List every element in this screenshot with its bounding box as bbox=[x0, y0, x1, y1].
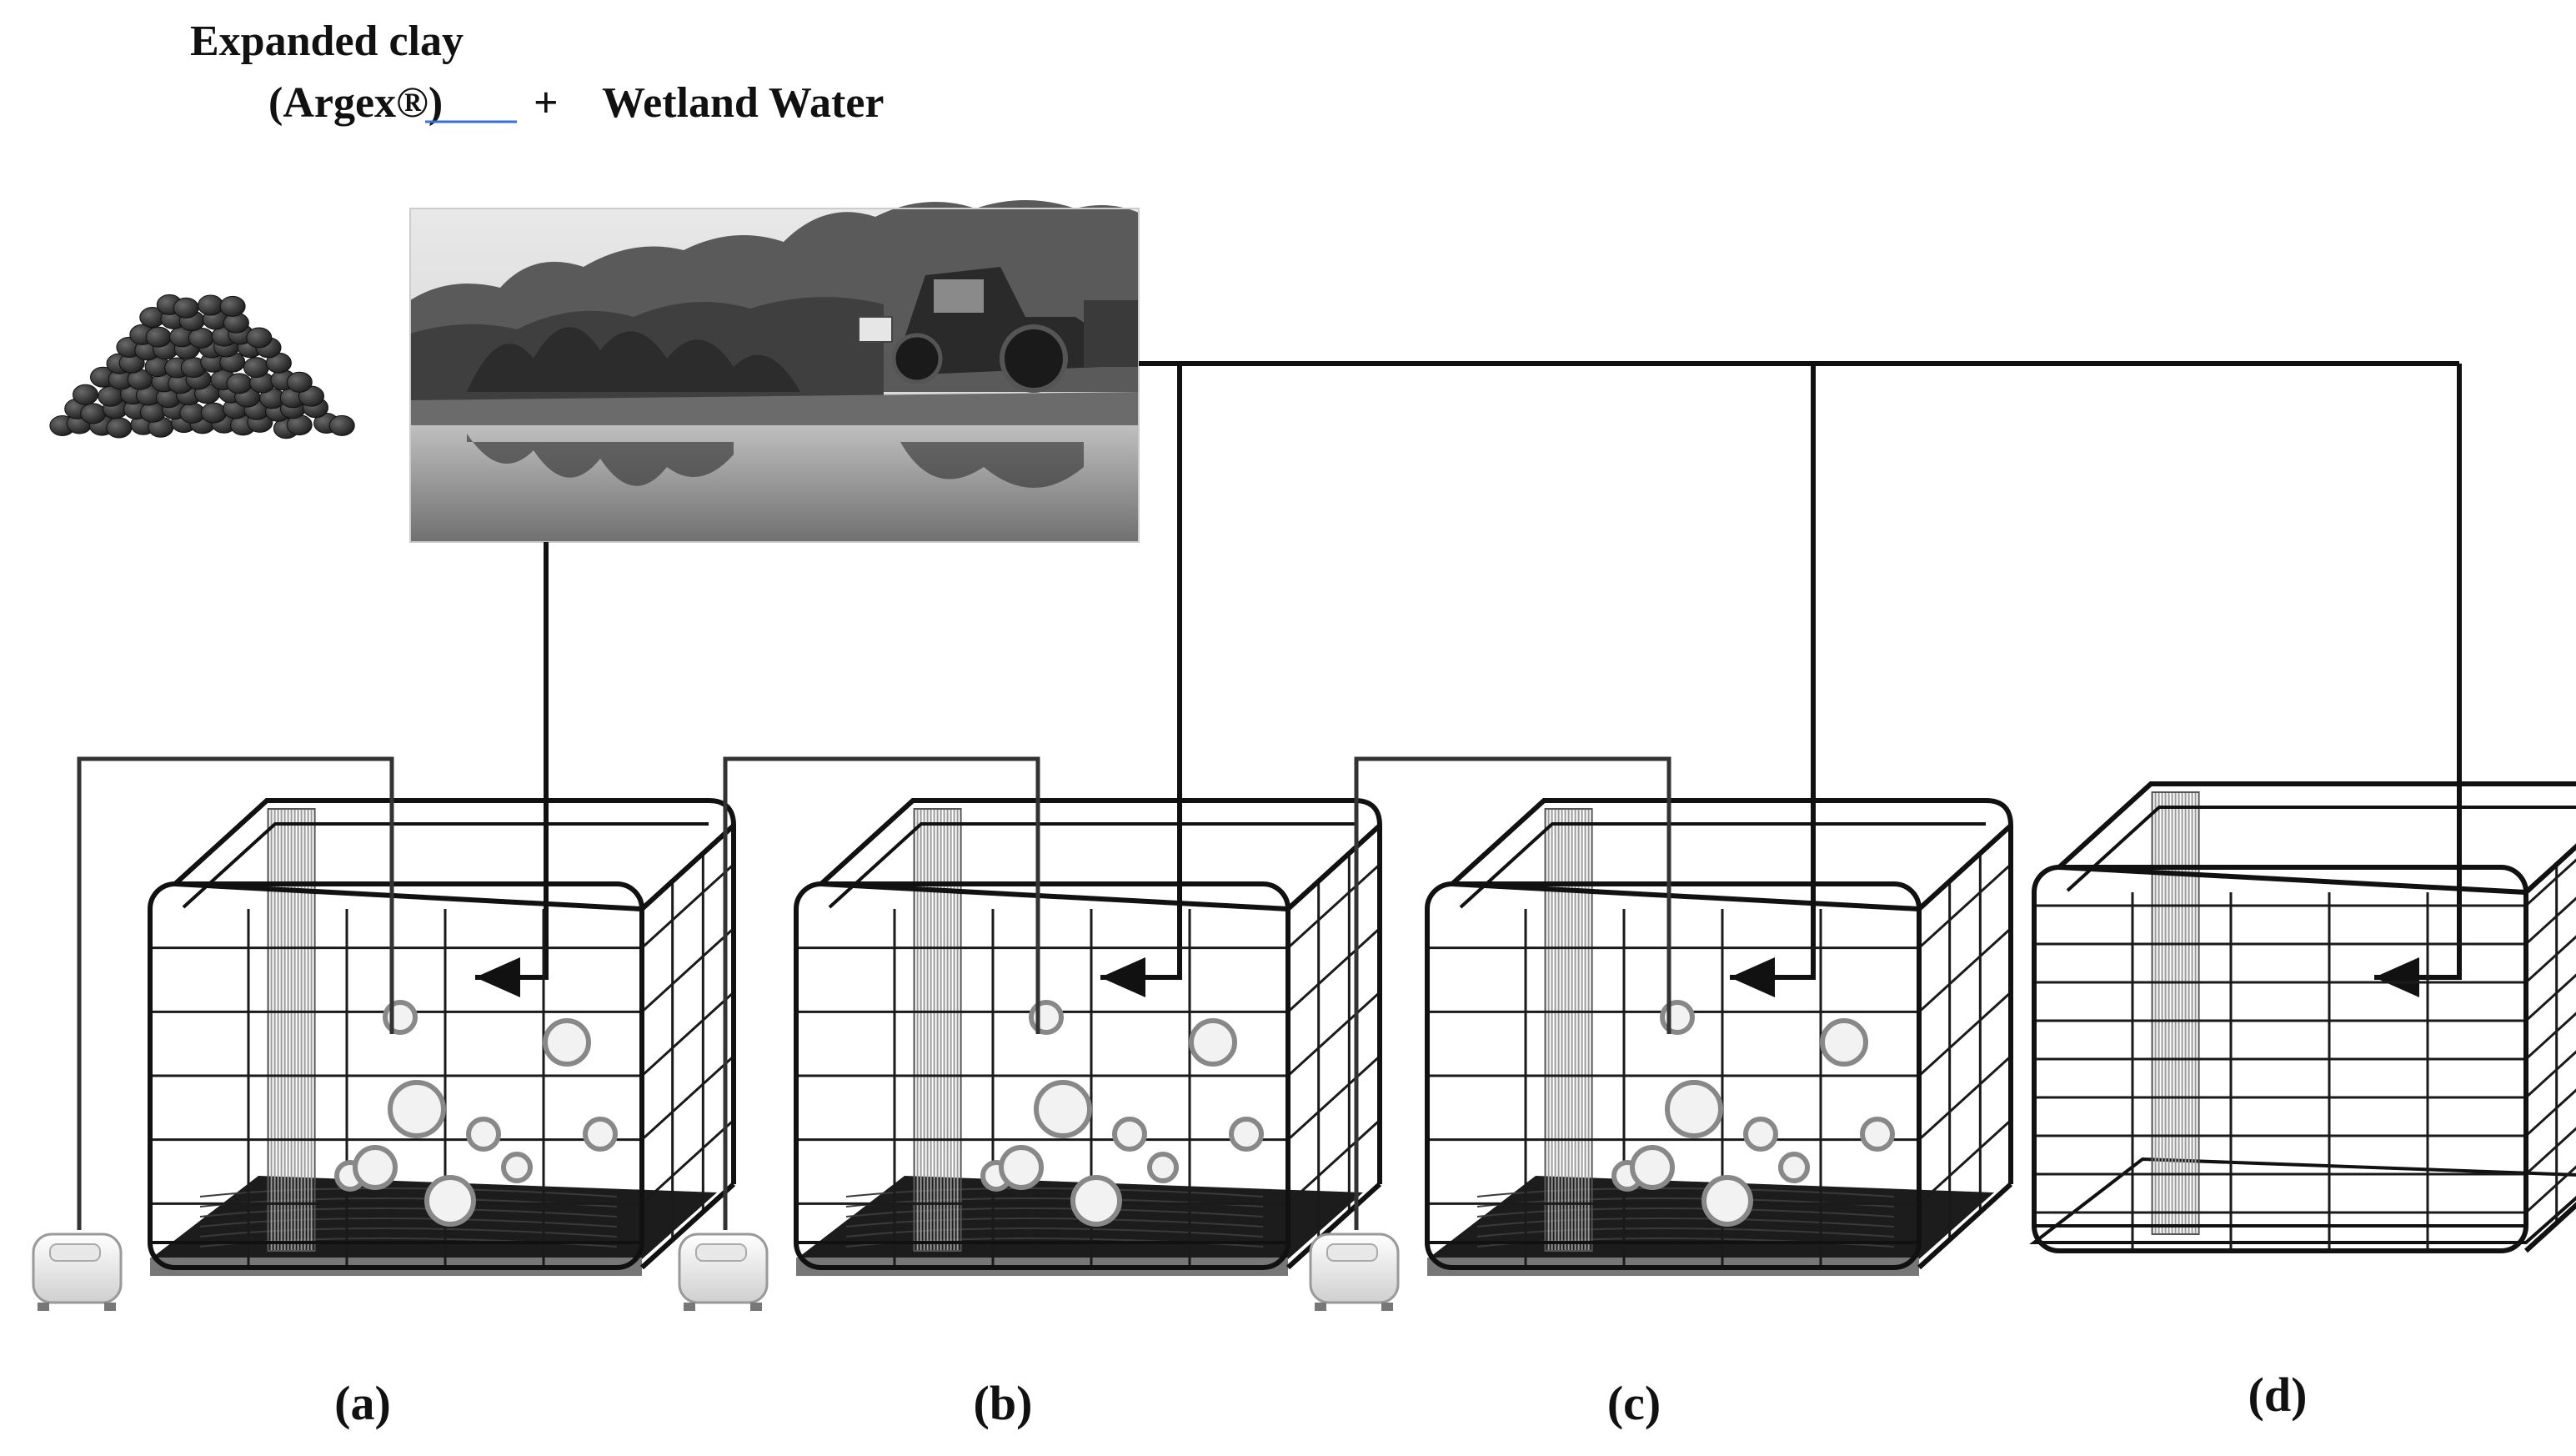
tank-label-b: (b) bbox=[974, 1376, 1033, 1430]
air-bubble bbox=[383, 1000, 418, 1035]
tank-top-rim bbox=[814, 798, 1383, 912]
air-bubble bbox=[1070, 1175, 1122, 1227]
tank-label-d: (d) bbox=[2248, 1368, 2308, 1422]
air-bubble bbox=[583, 1117, 618, 1152]
air-tube bbox=[77, 756, 394, 1230]
air-bubble bbox=[999, 1145, 1044, 1190]
air-bubble bbox=[1630, 1145, 1675, 1190]
title-line-1: Expanded clay bbox=[190, 18, 464, 65]
tank-inner-rim bbox=[2066, 806, 2576, 892]
tank-front-frame bbox=[2032, 865, 2528, 1253]
tank-bottom-empty bbox=[2029, 1157, 2576, 1244]
title-block: Expanded clay (Argex®) + Wetland Water bbox=[190, 18, 884, 127]
title-plus-sign: + bbox=[534, 79, 559, 127]
tank-inner-rim bbox=[828, 822, 1355, 909]
title-line-2-water: Wetland Water bbox=[602, 79, 884, 127]
wetland-tractor-photo-icon bbox=[409, 200, 1140, 543]
tank-center-column bbox=[913, 808, 962, 1252]
air-bubble bbox=[1189, 1018, 1237, 1067]
air-bubble bbox=[424, 1175, 476, 1227]
feed-line-a bbox=[475, 542, 549, 997]
tank-front-frame bbox=[148, 881, 644, 1270]
air-bubble bbox=[1743, 1117, 1778, 1152]
air-bubble bbox=[543, 1018, 591, 1067]
air-bubble bbox=[388, 1080, 446, 1138]
tank-label-a: (a) bbox=[334, 1376, 391, 1430]
air-bubble bbox=[1665, 1080, 1723, 1138]
expanded-clay-pellets-icon bbox=[49, 294, 355, 439]
tank-label-c: (c) bbox=[1607, 1376, 1661, 1430]
feed-line-c bbox=[1730, 364, 1816, 997]
feed-line-b bbox=[1100, 364, 1182, 997]
tank-inner-rim bbox=[1459, 822, 1986, 909]
tank-front-frame bbox=[1425, 881, 1922, 1270]
air-tube bbox=[1354, 756, 1671, 1230]
air-pump-icon bbox=[32, 1233, 123, 1311]
air-bubble bbox=[501, 1152, 533, 1183]
air-bubble bbox=[353, 1145, 398, 1190]
air-bubble bbox=[466, 1117, 501, 1152]
air-bubble bbox=[1660, 1000, 1695, 1035]
tank-b bbox=[678, 756, 1383, 1311]
tank-inner-rim bbox=[182, 822, 709, 909]
tank-top-rim bbox=[1446, 798, 2014, 912]
air-pump-icon bbox=[1309, 1233, 1400, 1311]
tank-center-column bbox=[2151, 791, 2200, 1235]
feed-line-d bbox=[2374, 364, 2462, 997]
air-bubble bbox=[1034, 1080, 1092, 1138]
tank-top-rim bbox=[168, 798, 737, 912]
tank-center-column bbox=[1544, 808, 1593, 1252]
air-bubble bbox=[1820, 1018, 1868, 1067]
tank-c bbox=[1309, 756, 2014, 1311]
tank-a bbox=[32, 756, 737, 1311]
air-bubble bbox=[1701, 1175, 1753, 1227]
air-bubble bbox=[1229, 1117, 1264, 1152]
air-tube bbox=[723, 756, 1040, 1230]
air-bubble bbox=[1112, 1117, 1147, 1152]
title-line-2-argex: (Argex®) bbox=[268, 79, 443, 127]
air-bubble bbox=[1147, 1152, 1179, 1183]
tank-front-frame bbox=[794, 881, 1291, 1270]
air-bubble bbox=[1860, 1117, 1895, 1152]
tank-center-column bbox=[267, 808, 316, 1252]
air-bubble bbox=[1778, 1152, 1810, 1183]
air-pump-icon bbox=[678, 1233, 769, 1311]
tank-d bbox=[2029, 781, 2576, 1253]
tractor-icon bbox=[858, 267, 1139, 393]
feed-lines bbox=[475, 361, 2462, 997]
air-bubble bbox=[1029, 1000, 1064, 1035]
tank-top-rim bbox=[2052, 781, 2576, 896]
